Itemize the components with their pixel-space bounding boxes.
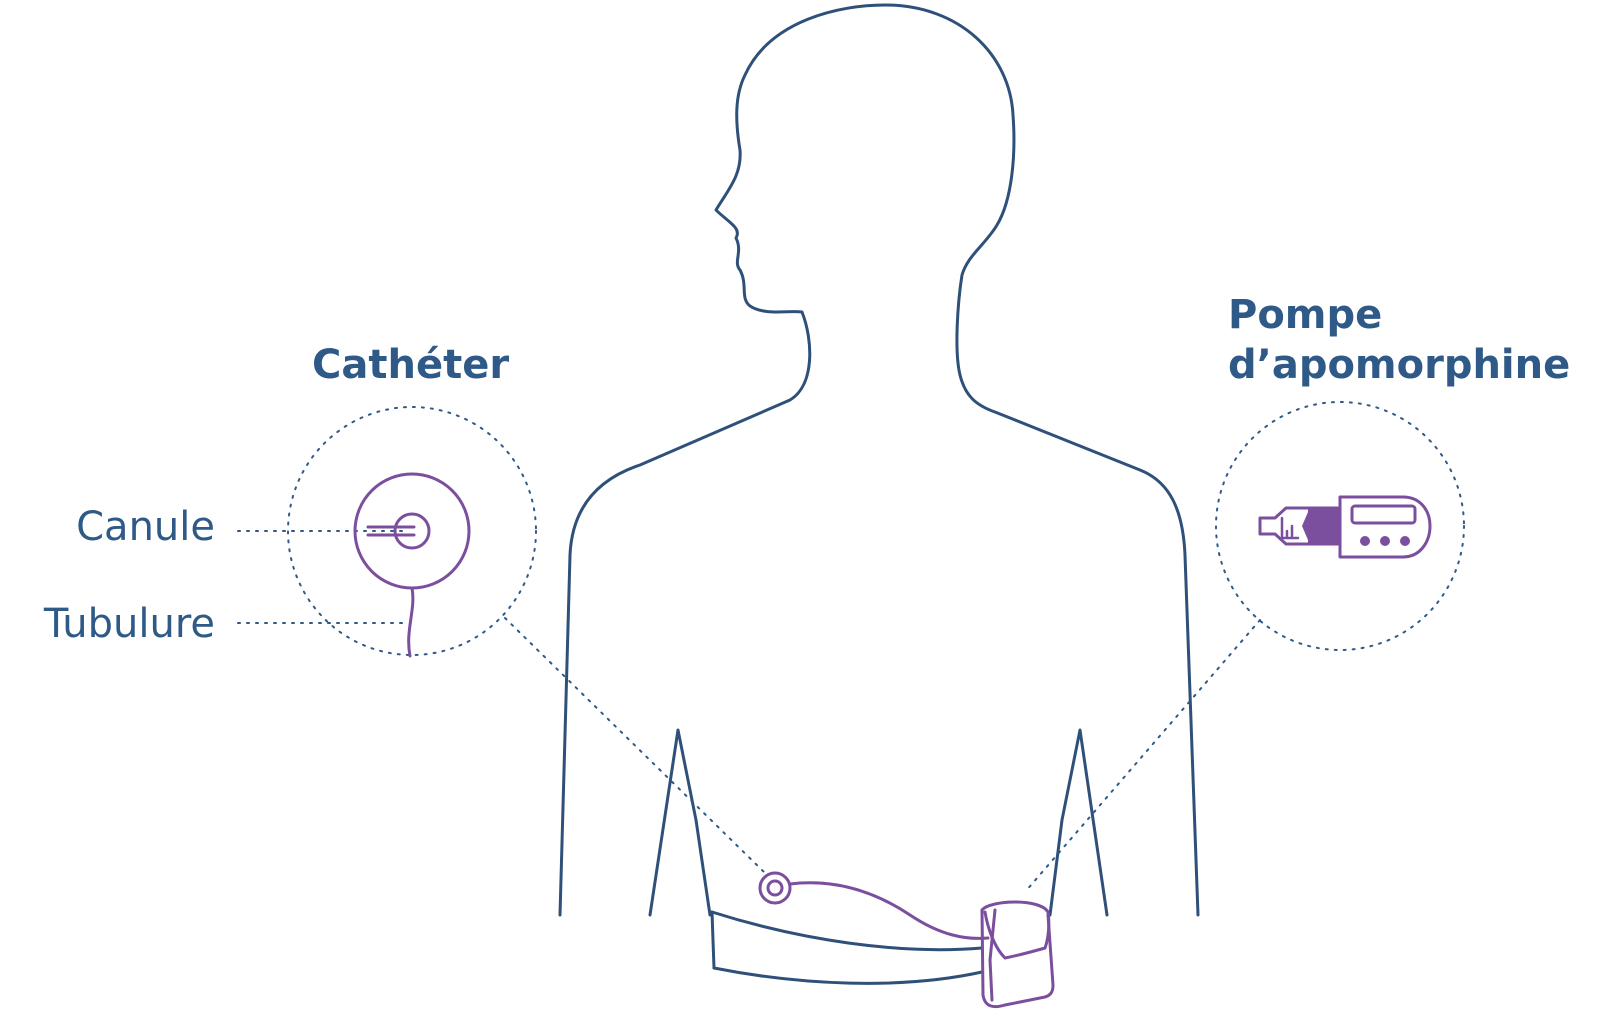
catheter-callout-line (504, 617, 766, 874)
human-torso-outline (558, 3, 1200, 985)
pump-body (1338, 495, 1432, 559)
catheter-zoom (287, 406, 537, 658)
catheter-icon (353, 472, 471, 658)
head-and-shoulders-outline (558, 3, 1200, 917)
right-arm-inner-outline (1048, 728, 1109, 917)
belt-left-edge (710, 910, 716, 970)
pump-gauge-marks (1280, 516, 1300, 540)
catheter-on-body-outer (758, 871, 792, 905)
pouch-side (988, 908, 997, 1002)
left-arm-inner-outline (648, 728, 712, 917)
pump-nozzle (1258, 506, 1342, 546)
catheter-tubing (407, 586, 415, 658)
apomorphine-pump-icon (1258, 495, 1432, 559)
pump-title-line1: Pompe (1228, 292, 1382, 338)
cannula-label: Canule (76, 504, 215, 550)
pouch-flap (983, 910, 1047, 960)
callout-connectors (237, 530, 1261, 893)
catheter-title: Cathéter (312, 342, 509, 388)
pouch-body (980, 908, 1055, 1009)
catheter-on-body-inner (766, 879, 784, 897)
pump-zoom (1215, 401, 1465, 651)
tubing-label: Tubulure (43, 601, 215, 647)
pump-zoom-circle (1215, 401, 1465, 651)
pump-title-line2: d’apomorphine (1228, 342, 1570, 388)
catheter-on-body (758, 871, 990, 940)
pump-pouch (980, 900, 1055, 1009)
pouch-top (980, 900, 1051, 950)
catheter-hub (393, 512, 431, 550)
tubing-on-body (788, 881, 990, 940)
belt-bottom-edge (712, 966, 984, 985)
cannula-needle (366, 525, 416, 537)
pump-plunger (1302, 508, 1340, 544)
pump-button-2 (1380, 536, 1390, 546)
pump-button-3 (1400, 536, 1410, 546)
catheter-zoom-circle (287, 406, 537, 656)
belt-top-edge (710, 910, 984, 952)
pump-display (1350, 504, 1417, 525)
pump-button-1 (1360, 536, 1370, 546)
pump-callout-line (1024, 619, 1261, 893)
